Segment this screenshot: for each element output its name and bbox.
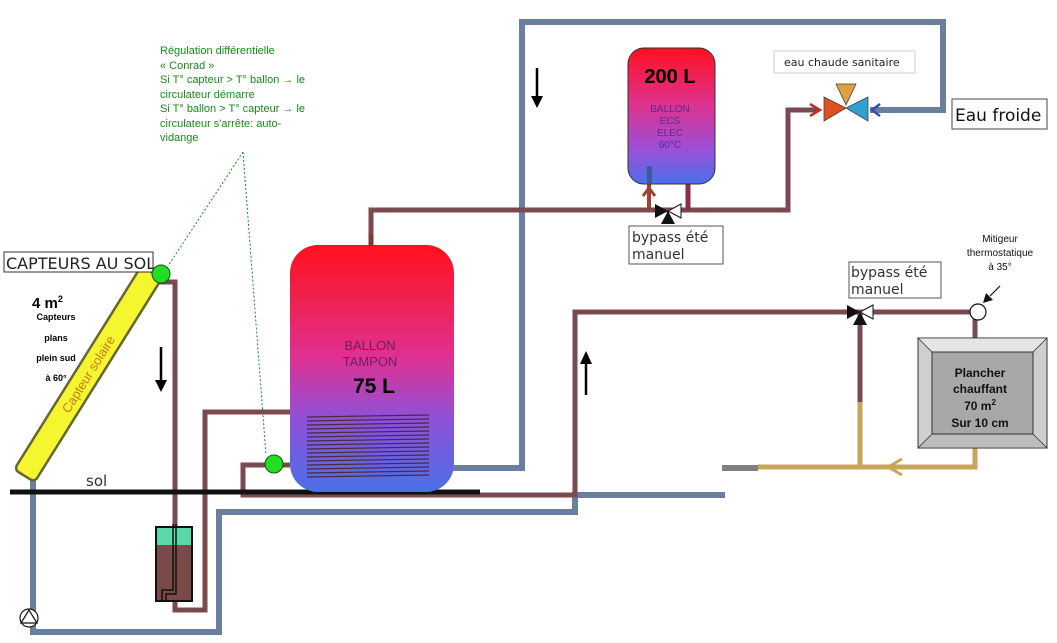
hot-pipe-coil-out (240, 309, 860, 498)
collector-desc-3: plein sud (36, 353, 76, 363)
dhw-tank-label-3: ELEC (657, 128, 683, 139)
bypass-dhw-label-2: manuel (632, 247, 684, 263)
dhw-tank-volume: 200 L (644, 66, 695, 88)
collector-desc-1: Capteurs (36, 312, 75, 322)
hot-pipe-to-dhw (368, 107, 818, 240)
note-line-7: vidange (160, 132, 199, 144)
heat-exchanger-coil (306, 414, 430, 478)
collector-area: 4 m2 (32, 294, 63, 312)
circulator-pump-icon (19, 608, 39, 628)
flow-down-arrow-icon-2 (531, 68, 543, 108)
sensor-link-tank (242, 151, 267, 456)
floor-label-1: Plancher (955, 366, 1006, 380)
cold-water-label: Eau froide (955, 106, 1041, 126)
flow-down-arrow-icon (155, 347, 167, 392)
dhw-tank-label-1: BALLON (650, 104, 689, 115)
floor-heating: Plancher chauffant 70 m2 Sur 10 cm (917, 337, 1048, 449)
note-line-1: Régulation différentielle (160, 45, 275, 57)
mixer-pointer-arrow-icon (983, 293, 993, 303)
bypass-dhw-box (628, 225, 724, 265)
cold-pipe-collector-return (30, 476, 725, 635)
dhw-tank-label-4: 60°C (659, 140, 681, 151)
cold-pipe-top-loop (452, 19, 946, 471)
drainback-tank (155, 524, 193, 602)
floor-label-4: Sur 10 cm (951, 416, 1008, 430)
mixer-label-3: à 35° (988, 262, 1011, 273)
collector-desc-2: plans (44, 333, 68, 343)
note-line-6: circulateur s'arrête: auto- (160, 118, 282, 130)
collector-box (3, 251, 154, 273)
bypass-dhw-label-1: bypass été (632, 230, 708, 246)
note-line-2: « Conrad » (160, 60, 214, 72)
bypass-valve-dhw-icon[interactable] (655, 203, 682, 224)
regulation-note: Régulation différentielle « Conrad » Si … (160, 45, 305, 144)
buffer-tank-volume: 75 L (353, 375, 395, 398)
bypass-floor-label-2: manuel (851, 282, 903, 298)
tank-temp-sensor (264, 454, 284, 474)
bypass-floor-label-1: bypass été (851, 265, 927, 281)
return-arrow-icon (884, 457, 903, 477)
sensor-link-collector (167, 151, 244, 267)
dhw-inlet-arrow-icon (641, 185, 657, 197)
dhw-tank: 200 L BALLON ECS ELEC 60°C (627, 47, 716, 185)
buffer-tank: BALLON TAMPON 75 L (290, 234, 454, 492)
note-line-4: circulateur démarre (160, 89, 255, 101)
floor-label-2: chauffant (953, 382, 1007, 396)
hot-pipe-to-floor (860, 309, 978, 340)
hot-inlet-arrow-icon (809, 102, 823, 118)
collector-box-label: CAPTEURS AU SOL (6, 254, 155, 273)
collector-desc-4: à 60° (45, 373, 67, 383)
note-line-3: Si T° capteur > T° ballon → le (160, 74, 305, 86)
dhw-tank-label-2: ECS (660, 116, 681, 127)
buffer-tank-label-2: TAMPON (343, 354, 398, 369)
ground-label: sol (86, 472, 107, 490)
three-way-valve-icon[interactable] (823, 83, 869, 122)
flow-up-arrow-icon (580, 351, 592, 395)
mixer-label-2: thermostatique (967, 248, 1034, 259)
mixer-label-1: Mitigeur (982, 234, 1018, 245)
dhw-label: eau chaude sanitaire (784, 56, 900, 69)
collector-temp-sensor (151, 264, 171, 284)
cold-inlet-arrow-icon (869, 103, 881, 117)
hot-pipe-collector-down (150, 279, 295, 613)
dhw-label-box (773, 50, 916, 74)
buffer-tank-label-1: BALLON (344, 338, 395, 353)
thermostatic-mixer-icon[interactable] (969, 303, 987, 321)
return-pipe-floor (758, 448, 978, 470)
collector-panel-label: Capteur solaire (59, 333, 118, 416)
bypass-floor-box (848, 261, 942, 299)
cold-water-box (951, 98, 1048, 130)
mixer-pointer-line (989, 285, 1001, 297)
floor-label-3: 70 m2 (964, 398, 996, 413)
note-line-5: Si T° ballon > T° capteur → le (160, 103, 305, 115)
bypass-valve-floor-icon[interactable] (847, 304, 874, 325)
